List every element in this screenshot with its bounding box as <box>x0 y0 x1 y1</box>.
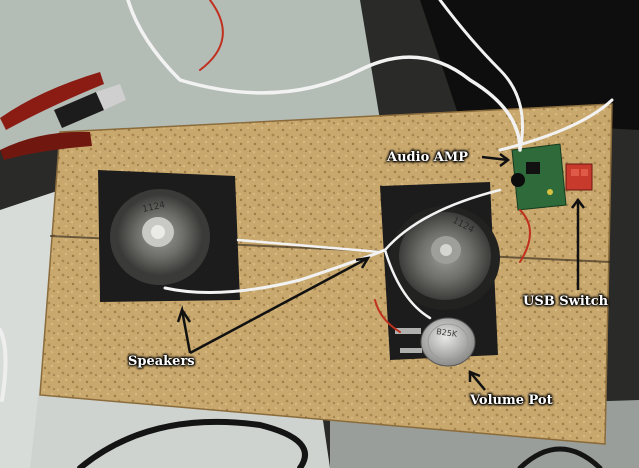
pliers <box>0 72 104 160</box>
label-volume-pot: Volume Pot <box>470 393 553 408</box>
audio-amp-board <box>511 143 567 211</box>
usb-switch-part <box>565 163 593 191</box>
usb-plug <box>54 84 126 128</box>
speaker-right <box>390 206 500 310</box>
annotation-arrows <box>176 153 585 391</box>
volume-pot <box>395 317 476 367</box>
label-speakers: Speakers <box>128 354 195 369</box>
speaker-left <box>110 189 210 285</box>
label-usb-switch: USB Switch <box>523 294 609 309</box>
dark-corner <box>420 0 639 130</box>
label-audio-amp: Audio AMP <box>387 150 469 165</box>
